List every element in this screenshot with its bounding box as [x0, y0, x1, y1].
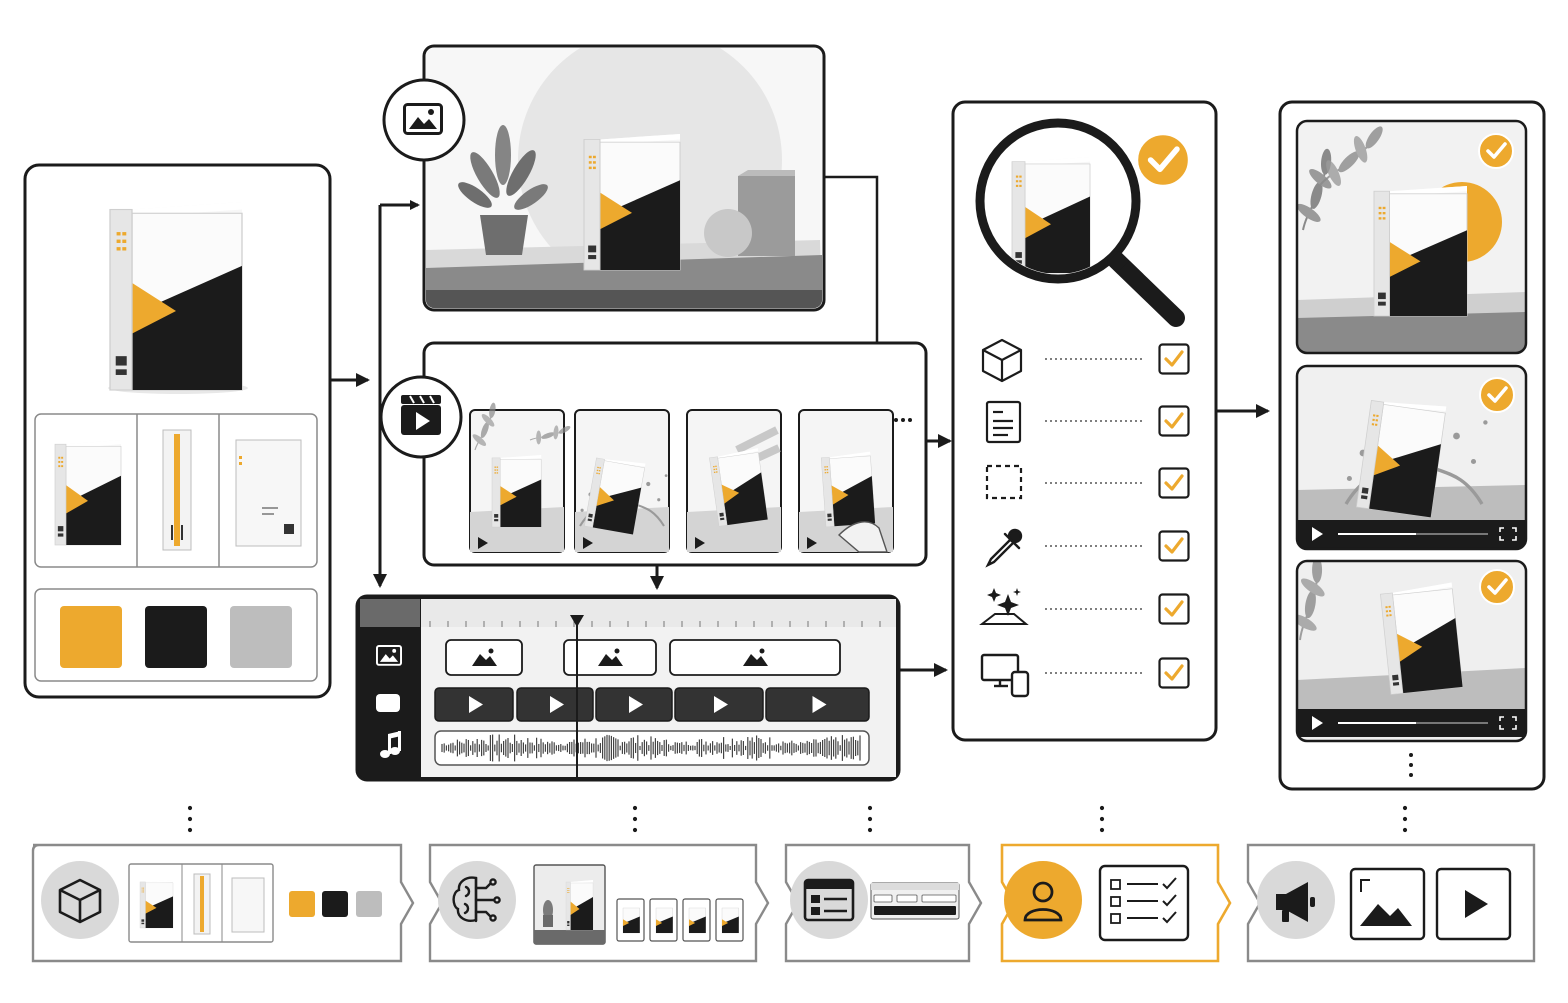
more-frames-ellipsis [894, 418, 912, 422]
qc-checkbox[interactable] [1157, 592, 1191, 626]
pipeline-strip [31, 843, 1536, 963]
swatch-gray [230, 606, 292, 668]
product-box-hero [108, 200, 244, 392]
qc-checkbox[interactable] [1157, 466, 1191, 500]
pipeline-editor-layout-icon [803, 878, 855, 922]
qc-checkbox[interactable] [1157, 404, 1191, 438]
product-view-side [162, 429, 192, 551]
clapperboard-icon [401, 395, 441, 435]
video-frames-panel [379, 341, 928, 567]
output-2-approved-badge [1478, 376, 1516, 414]
plant-pot [480, 215, 528, 255]
qc-row-sparkle [1045, 592, 1191, 626]
qc-sparkle-icon [979, 588, 1029, 625]
music-note-icon [380, 731, 401, 758]
pipeline-stage-edit[interactable] [784, 843, 983, 963]
magnifier-icon [975, 118, 1141, 284]
video-clip[interactable] [516, 687, 594, 722]
output-3-approved-badge [1478, 568, 1516, 606]
video-clip[interactable] [765, 687, 870, 722]
output-video-card-2[interactable] [1272, 554, 1528, 743]
pipeline-frame-thumb [649, 898, 678, 942]
pipeline-image-output-icon [1349, 867, 1426, 941]
qc-row-cube [1045, 342, 1191, 376]
qc-cube-icon [981, 338, 1023, 383]
timeline-editor-panel [355, 594, 901, 782]
output-video-card-1[interactable] [1295, 364, 1528, 551]
image-track-icon [376, 645, 403, 666]
product-view-front [54, 439, 122, 546]
audio-waveform [441, 734, 861, 762]
video-frame-motion-blur[interactable] [686, 409, 782, 553]
qc-crop-frame-icon [985, 464, 1023, 500]
pipeline-stage-generate[interactable] [428, 843, 770, 963]
scene-to-video-link [824, 175, 879, 343]
qc-document-icon [985, 400, 1022, 444]
pipeline-cube-icon [58, 878, 102, 924]
swatch-black [145, 606, 207, 668]
product-view-back [235, 439, 302, 547]
image-clip[interactable] [669, 639, 841, 676]
image-clip[interactable] [563, 639, 657, 676]
output-image-card[interactable] [1281, 113, 1528, 355]
playhead-handle[interactable] [570, 615, 584, 627]
qc-eyedropper-icon [985, 528, 1023, 568]
video-clip[interactable] [674, 687, 764, 722]
frame-play-icon[interactable] [807, 537, 817, 549]
plant-leaves [458, 125, 548, 210]
video-track-icon [376, 694, 400, 712]
scene-product-box [583, 133, 681, 271]
qc-row-crop-frame [1045, 466, 1191, 500]
qc-row-document [1045, 404, 1191, 438]
pipeline-ai-brain-icon [452, 876, 501, 923]
audio-clip[interactable] [434, 730, 870, 766]
quality-check-panel [951, 100, 1218, 742]
qc-row-eyedropper [1045, 529, 1191, 563]
inspected-product-box [1011, 156, 1091, 274]
pipeline-mini-timeline [870, 882, 960, 920]
video-frame-water-splash[interactable] [574, 409, 670, 553]
frame-play-icon[interactable] [583, 537, 593, 549]
qc-approved-badge [1137, 134, 1190, 187]
pipeline-checklist-icon [1098, 864, 1190, 942]
more-outputs-ellipsis [1409, 753, 1413, 777]
qc-checkbox[interactable] [1157, 342, 1191, 376]
image-mode-badge [382, 78, 466, 162]
pipeline-stage-review[interactable] [1000, 843, 1232, 963]
pipeline-frame-thumb [682, 898, 711, 942]
video-frame-plant-shadow[interactable] [465, 400, 574, 553]
scene-image-panel [382, 44, 826, 312]
pipeline-megaphone-icon [1276, 882, 1315, 922]
video-frame-hand-held[interactable] [798, 409, 894, 553]
pipeline-user-review-icon [1023, 881, 1063, 922]
pipeline-stage-publish[interactable] [1246, 843, 1536, 963]
output-gallery-panel [1272, 100, 1546, 791]
pipeline-frame-thumb [616, 898, 645, 942]
connector-arrows [330, 175, 1270, 677]
qc-checkbox[interactable] [1157, 529, 1191, 563]
product-input-panel [23, 163, 332, 699]
qc-devices-icon [980, 653, 1030, 698]
video-clip[interactable] [595, 687, 673, 722]
qc-row-devices [1045, 656, 1191, 690]
image-clip[interactable] [445, 639, 523, 676]
stage-links [187, 805, 1408, 833]
video-clip[interactable] [434, 687, 514, 722]
qc-checkbox[interactable] [1157, 656, 1191, 690]
pipeline-video-output-icon [1435, 867, 1512, 941]
frame-play-icon[interactable] [695, 537, 705, 549]
frame-play-icon[interactable] [478, 537, 488, 549]
pipeline-stage-input[interactable] [31, 843, 415, 963]
gray-sphere [704, 209, 752, 257]
swatch-orange [60, 606, 122, 668]
output-1-approved-badge [1477, 132, 1515, 170]
pipeline-frame-thumb [715, 898, 744, 942]
